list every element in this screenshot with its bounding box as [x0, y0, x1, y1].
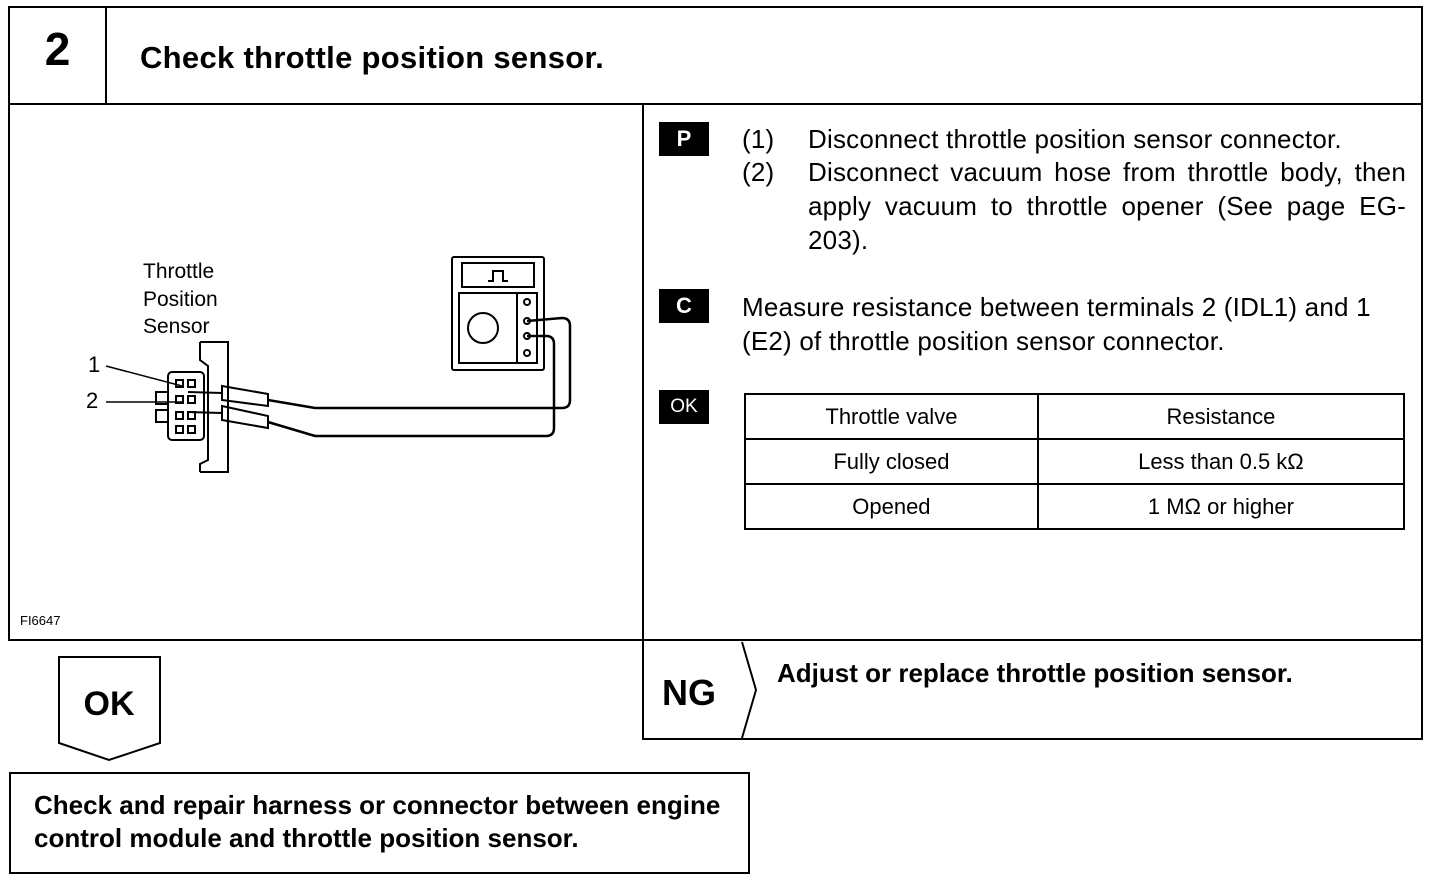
- ng-chevron-divider: [741, 641, 758, 739]
- step-title: Check throttle position sensor.: [140, 40, 605, 75]
- prep-step-number: (1): [742, 124, 775, 154]
- wiring-diagram: [105, 256, 572, 473]
- ng-result-box: [642, 639, 1423, 740]
- ng-label: NG: [662, 672, 716, 713]
- ohmmeter-icon: [451, 256, 545, 371]
- step-header: [8, 6, 1423, 105]
- preparation-tag: P: [659, 122, 709, 156]
- ok-spec-tag: OK: [659, 390, 709, 424]
- meter-leads: [267, 316, 572, 438]
- column-header: Throttle valve: [744, 393, 1039, 440]
- ok-arrow-shape: [58, 656, 161, 762]
- table-row: Opened 1 MΩ or higher: [744, 483, 1406, 530]
- terminal-leader-lines: [105, 365, 183, 403]
- step-number-cell: [8, 6, 107, 105]
- sensor-label: Throttle: [143, 260, 215, 283]
- table-header-row: Throttle valve Resistance: [744, 393, 1406, 440]
- column-header: Resistance: [1036, 393, 1406, 440]
- ok-label: OK: [83, 685, 135, 723]
- sensor-label: Position: [143, 288, 218, 311]
- prep-step-text: Disconnect vacuum hose from throttle bod…: [808, 157, 1406, 255]
- prep-step-number: (2): [742, 157, 775, 187]
- check-instruction: Measure resistance between terminals 2 (…: [742, 292, 1371, 356]
- figure-id: FI6647: [20, 613, 61, 628]
- ng-action: Adjust or replace throttle position sens…: [777, 658, 1293, 688]
- terminal-1-label: 1: [88, 352, 101, 377]
- table-cell: Opened: [744, 483, 1039, 530]
- body-divider: [642, 105, 644, 641]
- ok-action-box: [9, 772, 750, 874]
- step-number: 2: [44, 23, 71, 75]
- check-tag: C: [659, 289, 709, 323]
- table-cell: Less than 0.5 kΩ: [1036, 438, 1406, 485]
- ok-action-text: Check and repair harness or connector be…: [34, 789, 744, 855]
- table-cell: 1 MΩ or higher: [1036, 483, 1406, 530]
- ok-action-line: control module and throttle position sen…: [34, 823, 579, 853]
- table-row: Fully closed Less than 0.5 kΩ: [744, 438, 1406, 485]
- ok-action-line: Check and repair harness or connector be…: [34, 790, 721, 820]
- prep-step-text: Disconnect throttle position sensor conn…: [808, 124, 1342, 154]
- sensor-connector-icon: [155, 341, 229, 473]
- sensor-label: Sensor: [143, 315, 210, 338]
- terminal-2-label: 2: [86, 388, 99, 413]
- resistance-spec-table: Throttle valve Resistance Fully closed L…: [744, 393, 1406, 530]
- table-cell: Fully closed: [744, 438, 1039, 485]
